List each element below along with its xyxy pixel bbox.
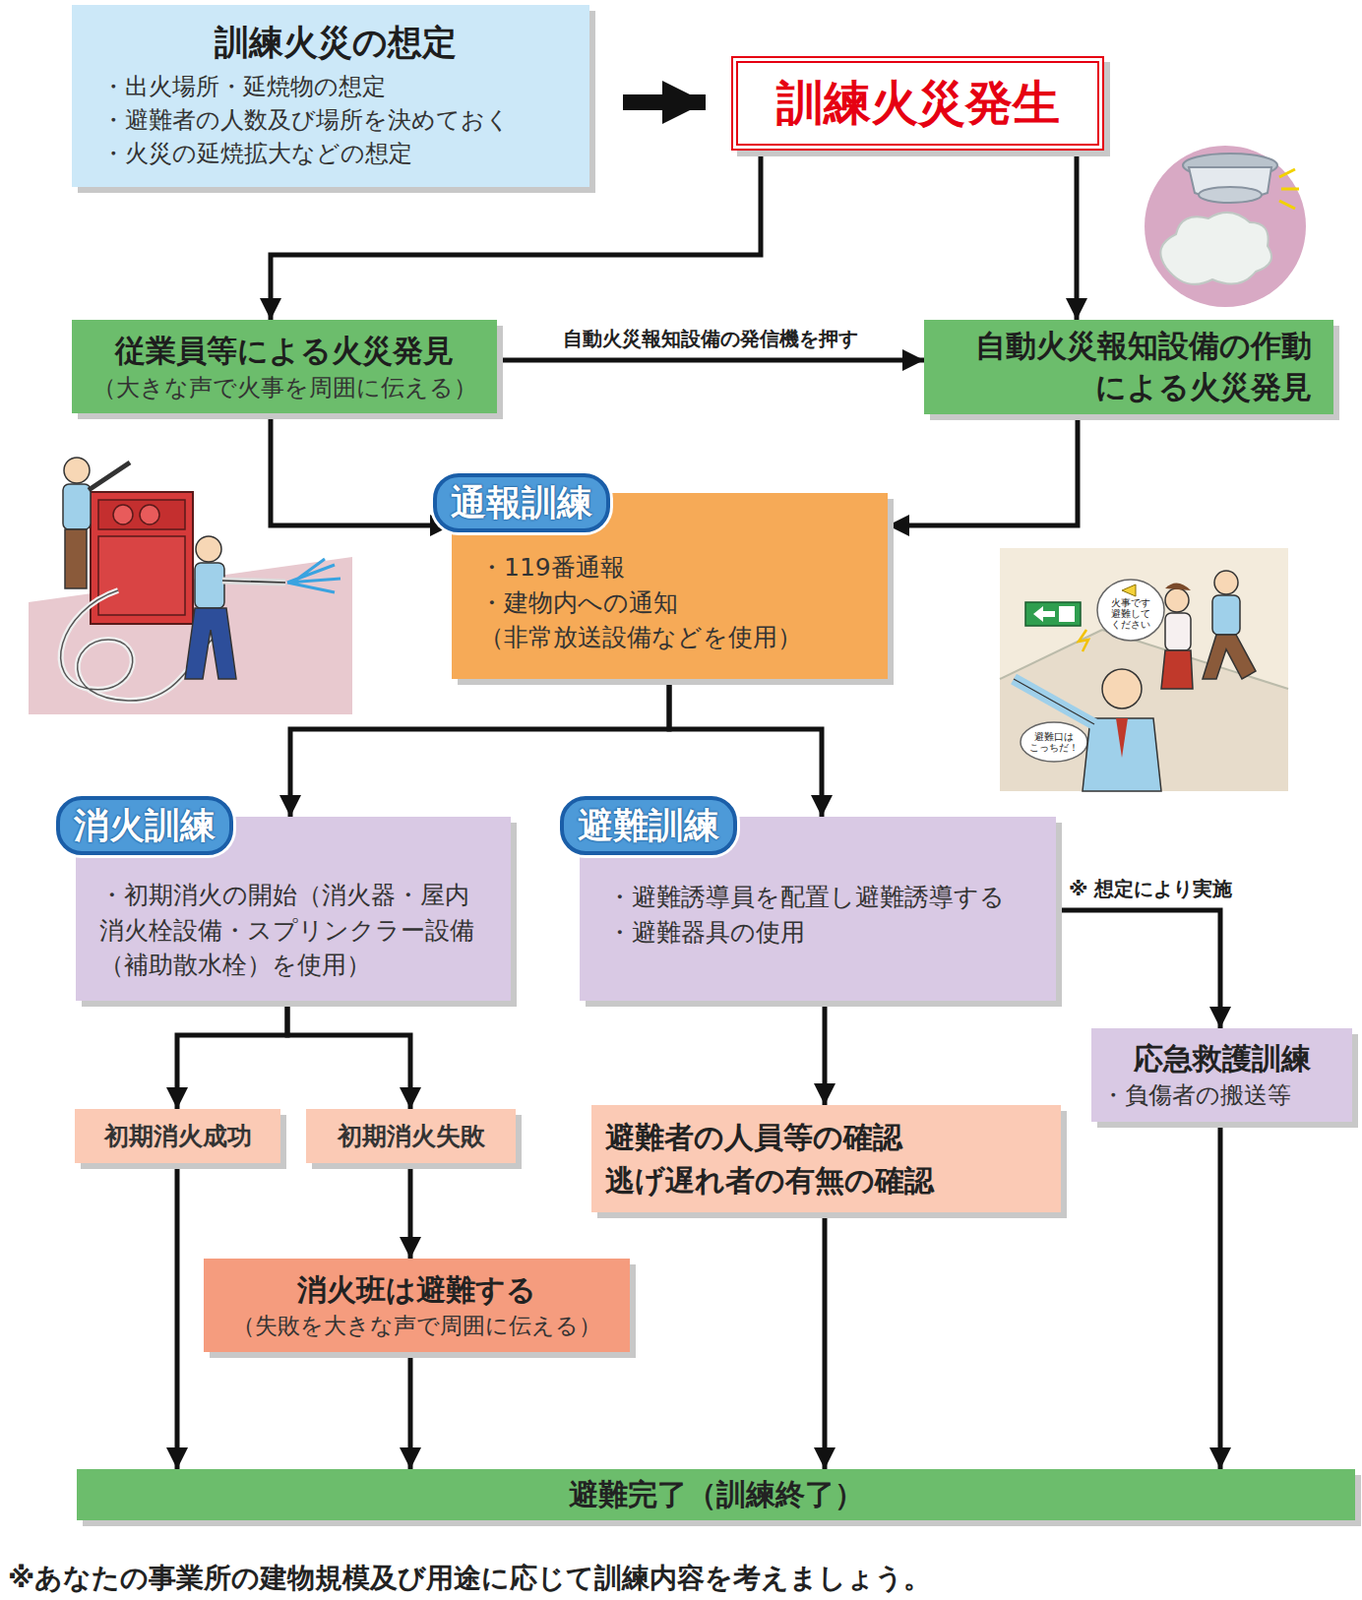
smoke-detector-illustration [1144, 145, 1306, 308]
node-text: ・建物内への通知 （非常放送設備などを使用） [479, 585, 868, 656]
flow-arrow [177, 1000, 288, 1110]
scenario-box: 訓練火災の想定・出火場所・延焼物の想定・避難者の人数及び場所を決めておく・火災の… [71, 4, 590, 187]
training-box: 応急救護訓練・負傷者の搬送等 [1091, 1028, 1353, 1122]
check-box: 避難者の人員等の確認逃げ遅れ者の有無の確認 [591, 1105, 1061, 1213]
node-text: ・火災の延焼拡大などの想定 [101, 136, 570, 171]
speech-bubble-text: 火事です 避難して ください [1106, 597, 1156, 630]
node-heading: 初期消火成功 [82, 1119, 273, 1153]
flow-arrow [496, 358, 925, 364]
node-text: ・避難者の人数及び場所を決めておく [101, 103, 570, 137]
result-box: 初期消火失敗 [306, 1109, 516, 1164]
edge-label: ※ 想定により実施 [1065, 875, 1236, 903]
start-box: 訓練火災発生 [731, 56, 1105, 151]
edge-label: 自動火災報知設備の発信機を押す [559, 325, 862, 353]
training-box: 通報訓練・119番通報・建物内への通知 （非常放送設備などを使用） [451, 493, 888, 680]
node-heading: 避難完了（訓練終了） [86, 1475, 1346, 1516]
tab-heading: 消火訓練 [56, 796, 234, 856]
flow-arrow [1055, 910, 1221, 1029]
action-box: 消火班は避難する（失敗を大きな声で周囲に伝える） [203, 1258, 630, 1353]
process-box: 自動火災報知設備の作動 による火災発見 [924, 319, 1334, 415]
node-heading: 訓練火災発生 [747, 71, 1088, 135]
tab-heading: 避難訓練 [559, 796, 738, 856]
flow-arrow [175, 1163, 181, 1470]
process-box: 従業員等による火災発見（大きな声で火事を周囲に伝える） [71, 319, 497, 414]
evacuation-illustration [999, 548, 1289, 792]
node-text: ・負傷者の搬送等 [1101, 1079, 1343, 1112]
caption-note: ※あなたの事業所の建物規模及び用途に応じて訓練内容を考えましょう。 [7, 1559, 931, 1598]
node-heading: 避難者の人員等の確認 [605, 1115, 1048, 1160]
node-text: ・初期消火の開始（消火器・屋内 消火栓設備・スプリンクラー設備 （補助散水栓）を… [99, 877, 497, 984]
result-box: 初期消火成功 [74, 1109, 281, 1164]
flow-arrow [270, 413, 452, 526]
block-arrow [622, 94, 706, 111]
node-text: ・避難誘導員を配置し避難誘導する [607, 879, 1043, 916]
flow-arrow [408, 1163, 414, 1259]
node-text: （失敗を大きな声で周囲に伝える） [211, 1310, 622, 1342]
end-band: 避難完了（訓練終了） [76, 1469, 1356, 1521]
node-heading: 従業員等による火災発見 [81, 330, 488, 372]
node-heading: 自動火災報知設備の作動 による火災発見 [945, 325, 1312, 409]
training-box: 消火訓練・初期消火の開始（消火器・屋内 消火栓設備・スプリンクラー設備 （補助散… [75, 816, 511, 1001]
node-heading: 消火班は避難する [211, 1270, 622, 1311]
flow-arrow [408, 1352, 414, 1470]
flow-arrow [887, 414, 1078, 526]
flow-arrow [1074, 150, 1080, 320]
training-box: 避難訓練・避難誘導員を配置し避難誘導する・避難器具の使用 [579, 816, 1056, 1001]
node-heading: 訓練火災の想定 [101, 19, 570, 66]
node-text: ・119番通報 [479, 550, 868, 586]
flow-arrow [1218, 1121, 1224, 1470]
hydrant-illustration [28, 455, 353, 715]
flow-arrow [822, 1000, 828, 1106]
node-text: ・避難器具の使用 [607, 915, 1043, 951]
flow-arrow [287, 1000, 411, 1110]
flow-arrow [822, 1212, 828, 1470]
tab-heading: 通報訓練 [433, 473, 611, 533]
speech-bubble-text: 避難口は こっちだ！ [1029, 731, 1079, 753]
node-text: 逃げ遅れ者の有無の確認 [605, 1159, 1048, 1203]
node-heading: 初期消火失敗 [313, 1119, 508, 1153]
exit-sign [1025, 602, 1081, 626]
node-text: ・出火場所・延焼物の想定 [101, 69, 570, 104]
node-text: （大きな声で火事を周囲に伝える） [81, 371, 488, 404]
node-heading: 応急救護訓練 [1101, 1039, 1343, 1080]
